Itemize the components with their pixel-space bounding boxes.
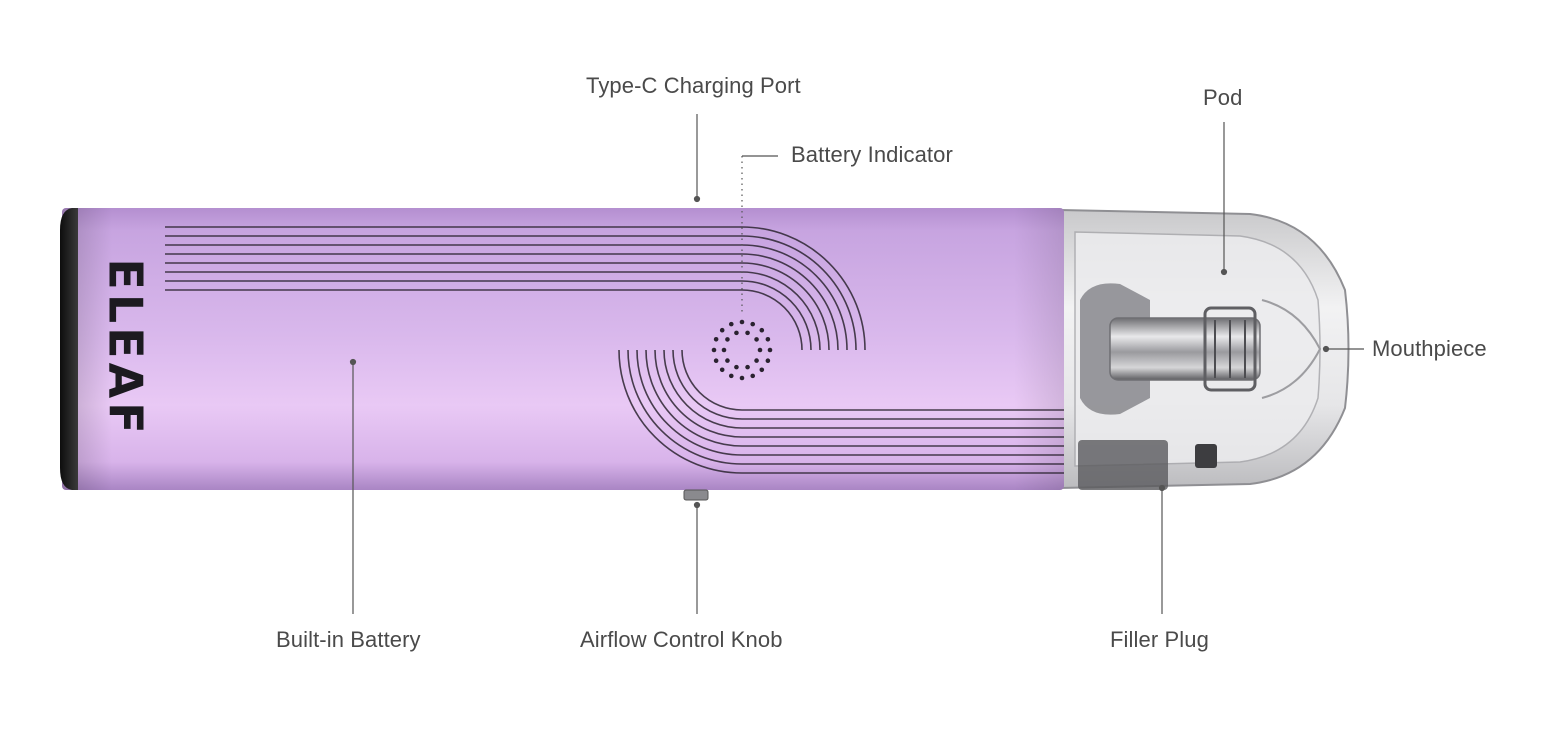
label-filler-plug: Filler Plug [1110,627,1209,652]
groove-pattern [165,226,1064,474]
groove-upper [165,289,803,351]
indicator-dot [759,367,765,373]
groove-lower [645,349,1064,447]
airflow-dot [693,501,701,509]
groove-lower [618,349,1064,474]
groove-upper [165,262,830,351]
groove-upper [165,280,812,351]
eleaf-logo: ELEAF [99,258,153,437]
indicator-dot [719,327,725,333]
filler-plug [1078,440,1168,490]
label-mouthpiece: Mouthpiece [1372,336,1487,361]
indicator-dot [767,347,773,353]
label-airflow-control-knob: Airflow Control Knob [580,627,783,652]
groove-upper [165,226,866,351]
groove-upper [165,271,821,351]
indicator-dot [757,347,763,353]
label-type-c-charging-port: Type-C Charging Port [586,73,801,98]
indicator-dot [739,319,745,325]
groove-lower [654,349,1064,438]
indicator-dot [754,337,759,342]
mouthpiece-tip [1261,299,1322,399]
label-pod: Pod [1203,85,1243,110]
indicator-dot [728,321,734,327]
indicator-dot [750,373,756,379]
callout-lines [349,114,1364,614]
indicator-dot [754,358,759,363]
pod [1059,208,1350,490]
groove-upper [165,253,839,351]
airflow-knob [683,489,709,501]
pod-chimney [1109,317,1261,381]
groove-lower [663,349,1064,429]
indicator-dot [728,373,734,379]
indicator-dot [765,358,771,364]
indicator-dot [713,358,719,364]
label-built-in-battery: Built-in Battery [276,627,421,652]
indicator-dot [734,330,739,336]
indicator-dot [725,358,730,363]
label-battery-indicator: Battery Indicator [791,142,953,167]
groove-lower [636,349,1064,456]
groove-lower [627,349,1064,465]
indicator-dot [759,327,765,333]
indicator-dot [725,337,730,342]
groove-upper [165,244,848,351]
indicator-dot [713,336,719,342]
battery-body: ELEAF [60,208,1064,490]
groove-lower [681,349,1064,411]
pod-coil-ring [1203,306,1257,392]
indicator-dot [750,321,756,327]
groove-upper [165,235,857,351]
built-in-battery-dot [349,358,357,366]
groove-lower [672,349,1064,420]
indicator-dot [721,347,727,353]
mouthpiece-dot [1322,345,1330,353]
filler-plug-tab [1195,444,1217,468]
indicator-dot [711,347,717,353]
type-c-dot [693,195,701,203]
battery-indicator-dots [711,319,773,381]
end-cap [60,208,78,490]
indicator-dot [719,367,725,373]
pod-dot [1220,268,1228,276]
indicator-dot [734,364,739,370]
filler-plug-dot [1158,484,1166,492]
indicator-dot [745,330,750,336]
indicator-dot [765,336,771,342]
indicator-dot [745,364,750,370]
indicator-dot [739,375,745,381]
